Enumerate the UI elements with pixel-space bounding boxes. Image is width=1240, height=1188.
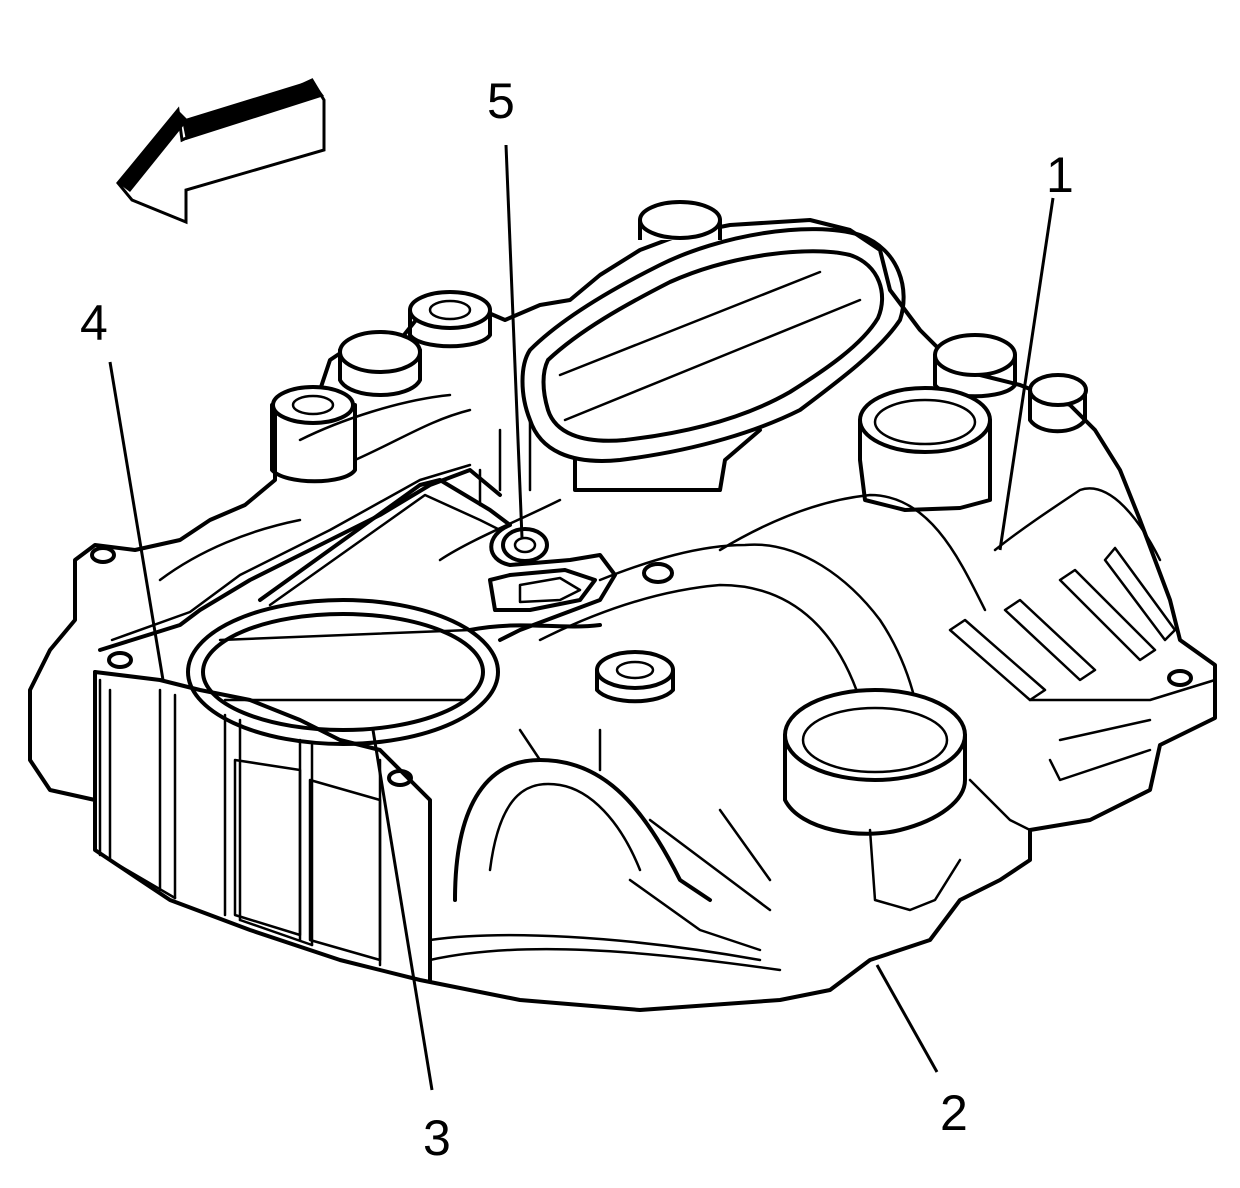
intake-manifold-illustration bbox=[28, 200, 1217, 1012]
callout-1: 1 bbox=[1046, 147, 1074, 203]
leader-lines bbox=[108, 144, 1055, 1091]
front-direction-arrow-icon bbox=[116, 78, 326, 225]
callout-labels: 1 2 3 4 5 bbox=[80, 73, 1074, 1166]
callout-4: 4 bbox=[80, 295, 108, 351]
callout-5: 5 bbox=[487, 73, 515, 129]
callout-3: 3 bbox=[423, 1110, 451, 1166]
callout-2: 2 bbox=[940, 1085, 968, 1141]
